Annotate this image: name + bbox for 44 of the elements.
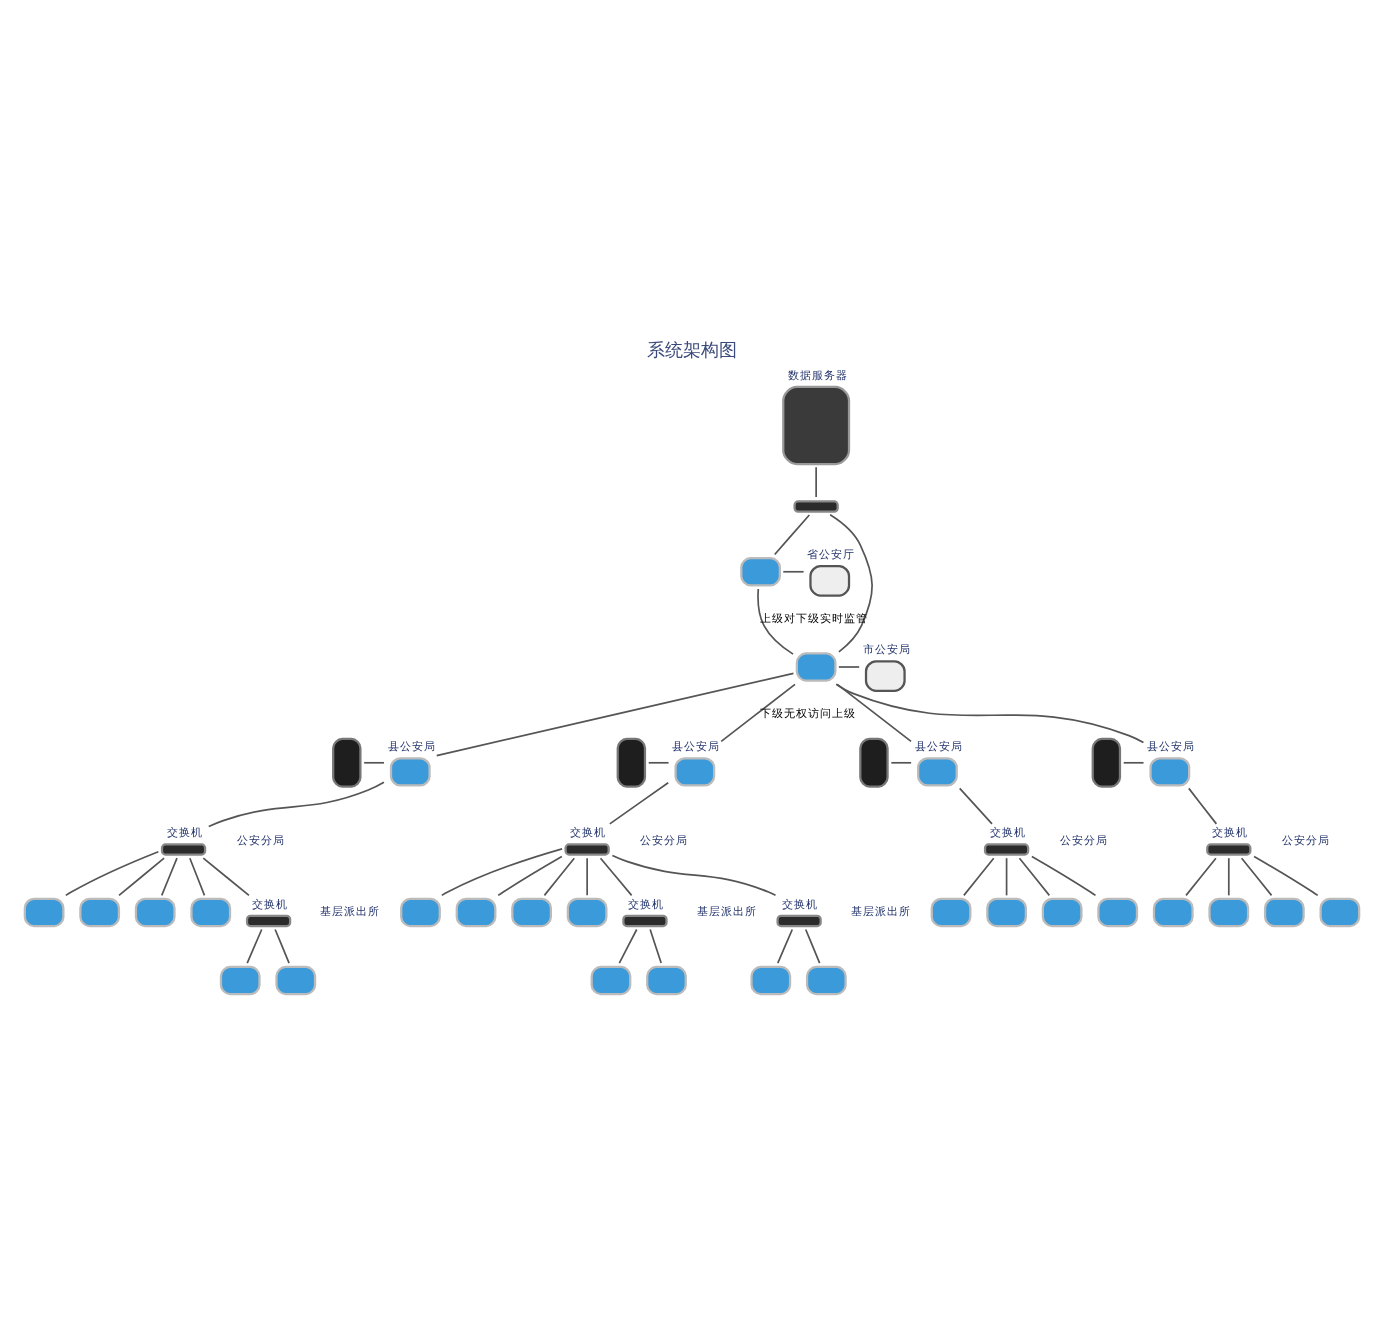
connector [586,857,588,897]
connector [202,857,250,897]
connector [815,466,817,498]
connector [963,857,995,897]
connector [118,857,165,897]
connector [160,857,178,897]
connector [189,857,206,897]
connector [363,761,385,764]
connector [599,857,633,897]
connector [435,672,795,757]
connector [608,781,670,825]
connector [1031,855,1097,897]
connector [1005,857,1008,897]
connector [958,787,993,825]
connector [782,570,805,573]
connector [838,666,860,668]
connector [611,854,777,897]
connector [836,683,912,743]
connector [835,683,1145,744]
connector [207,781,385,828]
connector [543,857,576,897]
connector [757,588,794,655]
connector [647,761,670,764]
connector [440,848,563,897]
connector [649,928,663,964]
connector [274,928,290,964]
connector [1187,787,1218,825]
connector [1253,855,1319,897]
connector [829,513,873,653]
connector [497,855,563,897]
connector [1018,857,1051,897]
diagram-title: 系统架构图 [647,341,737,362]
connector [773,514,811,556]
connector [1240,857,1273,897]
connector [1227,857,1230,897]
connector [65,850,160,897]
connector [804,928,821,964]
connector [246,928,263,964]
connector [1122,761,1145,764]
connector [720,683,796,743]
connector [618,928,638,964]
connector [1185,857,1217,897]
connector [776,928,794,964]
connector [890,761,912,764]
